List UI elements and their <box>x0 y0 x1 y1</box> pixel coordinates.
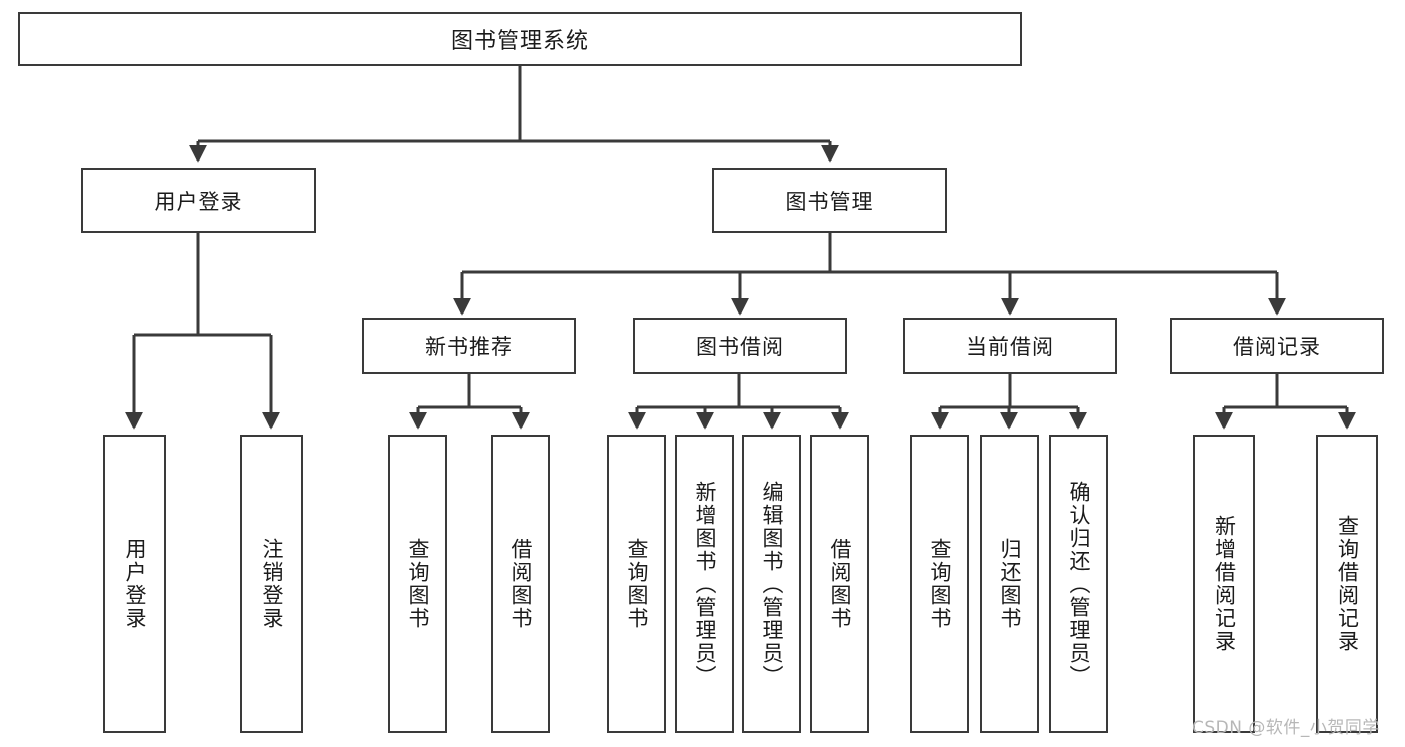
node-label: 新增借阅记录 <box>1212 515 1237 653</box>
watermark: CSDN @软件_小贺同学 <box>1192 718 1380 738</box>
node-leaf-add-record[interactable]: 新增借阅记录 <box>1193 435 1255 733</box>
node-label: 确认归还（管理员） <box>1066 480 1091 688</box>
node-leaf-query-book-1[interactable]: 查询图书 <box>388 435 447 733</box>
node-book-management[interactable]: 图书管理 <box>712 168 947 233</box>
node-borrow-record[interactable]: 借阅记录 <box>1170 318 1384 374</box>
node-book-borrow[interactable]: 图书借阅 <box>633 318 847 374</box>
node-label: 借阅图书 <box>827 538 852 630</box>
node-leaf-borrow-book-1[interactable]: 借阅图书 <box>491 435 550 733</box>
node-label: 用户登录 <box>122 538 147 630</box>
node-leaf-query-record[interactable]: 查询借阅记录 <box>1316 435 1378 733</box>
node-leaf-return-book[interactable]: 归还图书 <box>980 435 1039 733</box>
node-leaf-query-book-3[interactable]: 查询图书 <box>910 435 969 733</box>
node-user-login[interactable]: 用户登录 <box>81 168 316 233</box>
node-label: 查询图书 <box>624 538 649 630</box>
node-label: 编辑图书（管理员） <box>759 480 784 688</box>
node-label: 新增图书（管理员） <box>692 480 717 688</box>
node-root[interactable]: 图书管理系统 <box>18 12 1022 66</box>
node-label: 查询图书 <box>927 538 952 630</box>
node-label: 借阅图书 <box>508 538 533 630</box>
node-leaf-add-book[interactable]: 新增图书（管理员） <box>675 435 734 733</box>
node-leaf-user-logout[interactable]: 注销登录 <box>240 435 303 733</box>
node-leaf-confirm-return[interactable]: 确认归还（管理员） <box>1049 435 1108 733</box>
node-leaf-user-login[interactable]: 用户登录 <box>103 435 166 733</box>
node-new-book-recommend[interactable]: 新书推荐 <box>362 318 576 374</box>
node-label: 归还图书 <box>997 538 1022 630</box>
node-label: 查询借阅记录 <box>1335 515 1360 653</box>
node-label: 注销登录 <box>259 538 284 630</box>
node-label: 查询图书 <box>405 538 430 630</box>
node-current-borrow[interactable]: 当前借阅 <box>903 318 1117 374</box>
node-leaf-edit-book[interactable]: 编辑图书（管理员） <box>742 435 801 733</box>
node-leaf-query-book-2[interactable]: 查询图书 <box>607 435 666 733</box>
node-leaf-borrow-book-2[interactable]: 借阅图书 <box>810 435 869 733</box>
